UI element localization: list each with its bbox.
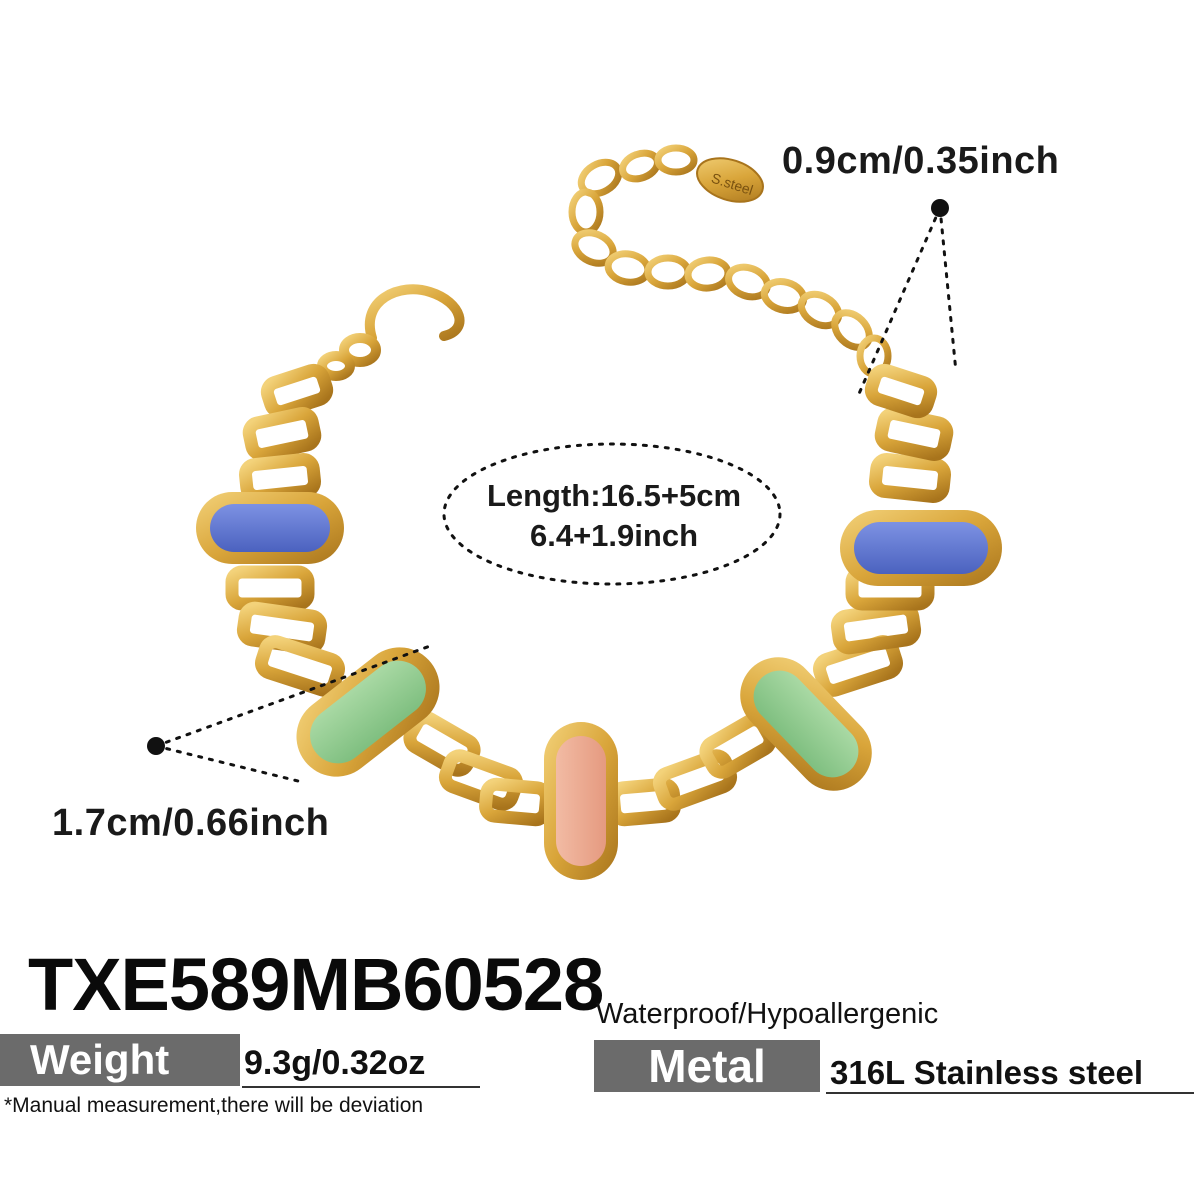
measurement-note: *Manual measurement,there will be deviat… xyxy=(4,1094,424,1117)
metal-label: Metal xyxy=(594,1040,820,1092)
length-inch-label: 6.4+1.9inch xyxy=(529,518,699,553)
stone-blue-right xyxy=(840,510,1002,586)
features-text: Waterproof/Hypoallergenic xyxy=(596,998,939,1030)
stone-width-label: 1.7cm/0.66inch xyxy=(52,802,330,844)
lobster-clasp xyxy=(317,284,465,381)
chain-links xyxy=(225,363,954,827)
dimension-dot-side xyxy=(147,737,165,755)
steel-tag: S.steel xyxy=(696,157,764,203)
length-cm-label: Length:16.5+5cm xyxy=(486,478,742,513)
weight-label: Weight xyxy=(0,1034,240,1086)
metal-value: 316L Stainless steel xyxy=(826,1052,1194,1094)
dimension-guides xyxy=(154,206,958,784)
weight-value: 9.3g/0.32oz xyxy=(242,1040,480,1088)
stone-pink-center xyxy=(544,722,618,880)
extension-chain xyxy=(568,144,892,378)
stone-green-right xyxy=(740,657,872,791)
chain-width-label: 0.9cm/0.35inch xyxy=(782,140,1060,182)
stone-green-left xyxy=(296,647,440,777)
product-sku: TXE589MB60528 xyxy=(28,943,604,1026)
stone-blue-left xyxy=(196,492,344,564)
dimension-dot-top xyxy=(931,199,949,217)
